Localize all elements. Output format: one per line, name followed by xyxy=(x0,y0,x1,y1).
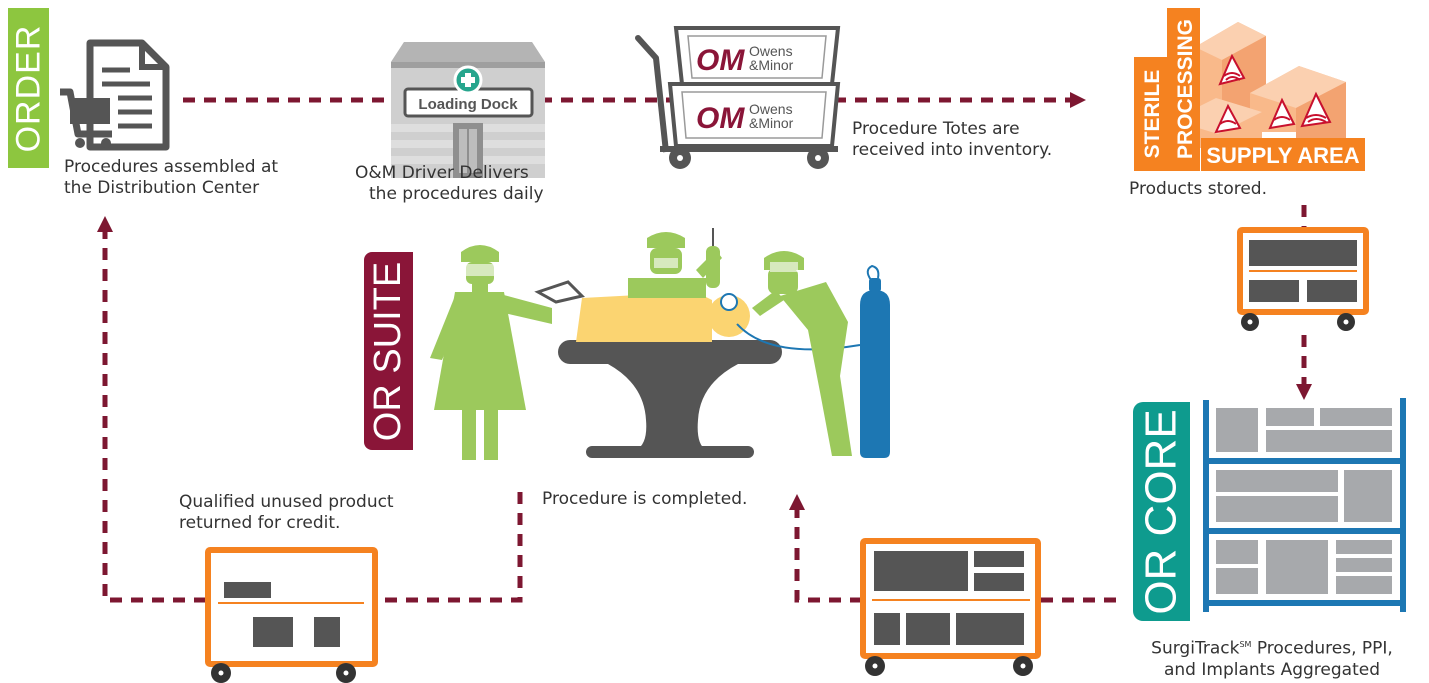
stored-caption-line1: Products stored. xyxy=(1129,179,1268,199)
aggregated-caption: SurgiTrackSM Procedures, PPI, and Implan… xyxy=(1118,634,1426,681)
tote-cart-icon xyxy=(635,26,841,169)
operating-table xyxy=(558,340,782,458)
returned-caption-line1: Qualified unused product xyxy=(179,492,394,512)
om-logo-mark: OM xyxy=(696,44,745,77)
brand-name-line2: &Minor xyxy=(749,57,794,73)
returned-caption: Qualified unused product returned for cr… xyxy=(179,492,459,534)
supply-area-banner xyxy=(1201,138,1365,171)
driver-caption: O&M Driver Delivers the procedures daily xyxy=(355,163,595,205)
flow-arrow-cart-to-suite xyxy=(788,493,862,603)
flow-arrow-return-to-order xyxy=(96,215,206,603)
tote-lower xyxy=(667,82,841,148)
assembled-caption-line2: the Distribution Center xyxy=(64,178,260,198)
processing-tab xyxy=(1167,8,1200,171)
or-core-section-tab: OR CORE xyxy=(1133,402,1190,621)
or-suite-section-tab: OR SUITE xyxy=(364,252,413,450)
tote-upper xyxy=(673,26,841,86)
loading-dock-building-icon xyxy=(391,42,545,178)
completed-caption-line1: Procedure is completed. xyxy=(542,489,748,509)
supply-area-label: SUPPLY AREA xyxy=(1206,143,1359,168)
brand-name-line1: Owens xyxy=(749,101,793,117)
surgical-team-icon xyxy=(430,228,861,460)
received-caption-line2: received into inventory. xyxy=(852,140,1053,160)
driver-caption-line2: the procedures daily xyxy=(369,184,544,204)
sterile-label: STERILE xyxy=(1141,70,1164,159)
flow-line-suite-to-return xyxy=(378,492,523,603)
processing-label: PROCESSING xyxy=(1174,19,1197,159)
service-mark: SM xyxy=(1239,640,1252,649)
aggregated-caption-line1: SurgiTrackSM Procedures, PPI, xyxy=(1118,634,1426,660)
received-caption: Procedure Totes are received into invent… xyxy=(852,119,1112,161)
completed-caption: Procedure is completed. xyxy=(542,489,802,510)
sterile-tab xyxy=(1134,57,1167,171)
received-caption-line1: Procedure Totes are xyxy=(852,119,1020,139)
stored-caption: Products stored. xyxy=(1129,179,1329,200)
returned-caption-line2: returned for credit. xyxy=(179,513,341,533)
order-section-label: ORDER xyxy=(9,24,48,152)
return-cart-icon xyxy=(205,547,378,683)
tote-lower-logo: OM Owens &Minor xyxy=(696,101,794,135)
om-logo-mark: OM xyxy=(696,102,745,135)
driver-caption-line1: O&M Driver Delivers xyxy=(355,163,529,183)
oxygen-tank-icon xyxy=(860,264,890,458)
or-suite-section-label: OR SUITE xyxy=(367,261,409,441)
order-section-tab: ORDER xyxy=(8,8,49,168)
supply-cart-icon xyxy=(1237,227,1369,331)
case-cart-icon xyxy=(860,538,1041,676)
aggregated-line1-suffix: Procedures, PPI, xyxy=(1251,638,1393,659)
assembled-caption-line1: Procedures assembled at xyxy=(64,157,279,177)
tote-upper-logo: OM Owens &Minor xyxy=(696,43,794,77)
assembled-caption: Procedures assembled at the Distribution… xyxy=(64,157,344,199)
brand-name-line2: &Minor xyxy=(749,115,794,131)
brand-name-line1: Owens xyxy=(749,43,793,59)
shelving-unit-icon xyxy=(1203,398,1406,612)
loading-dock-sign: Loading Dock xyxy=(418,96,518,113)
surgitrack-name: SurgiTrack xyxy=(1151,638,1240,659)
document-cart-icon xyxy=(60,39,170,151)
or-core-section-label: OR CORE xyxy=(1136,408,1186,615)
aggregated-caption-line2: and Implants Aggregated xyxy=(1163,659,1380,680)
supply-boxes-icon xyxy=(1172,22,1346,148)
